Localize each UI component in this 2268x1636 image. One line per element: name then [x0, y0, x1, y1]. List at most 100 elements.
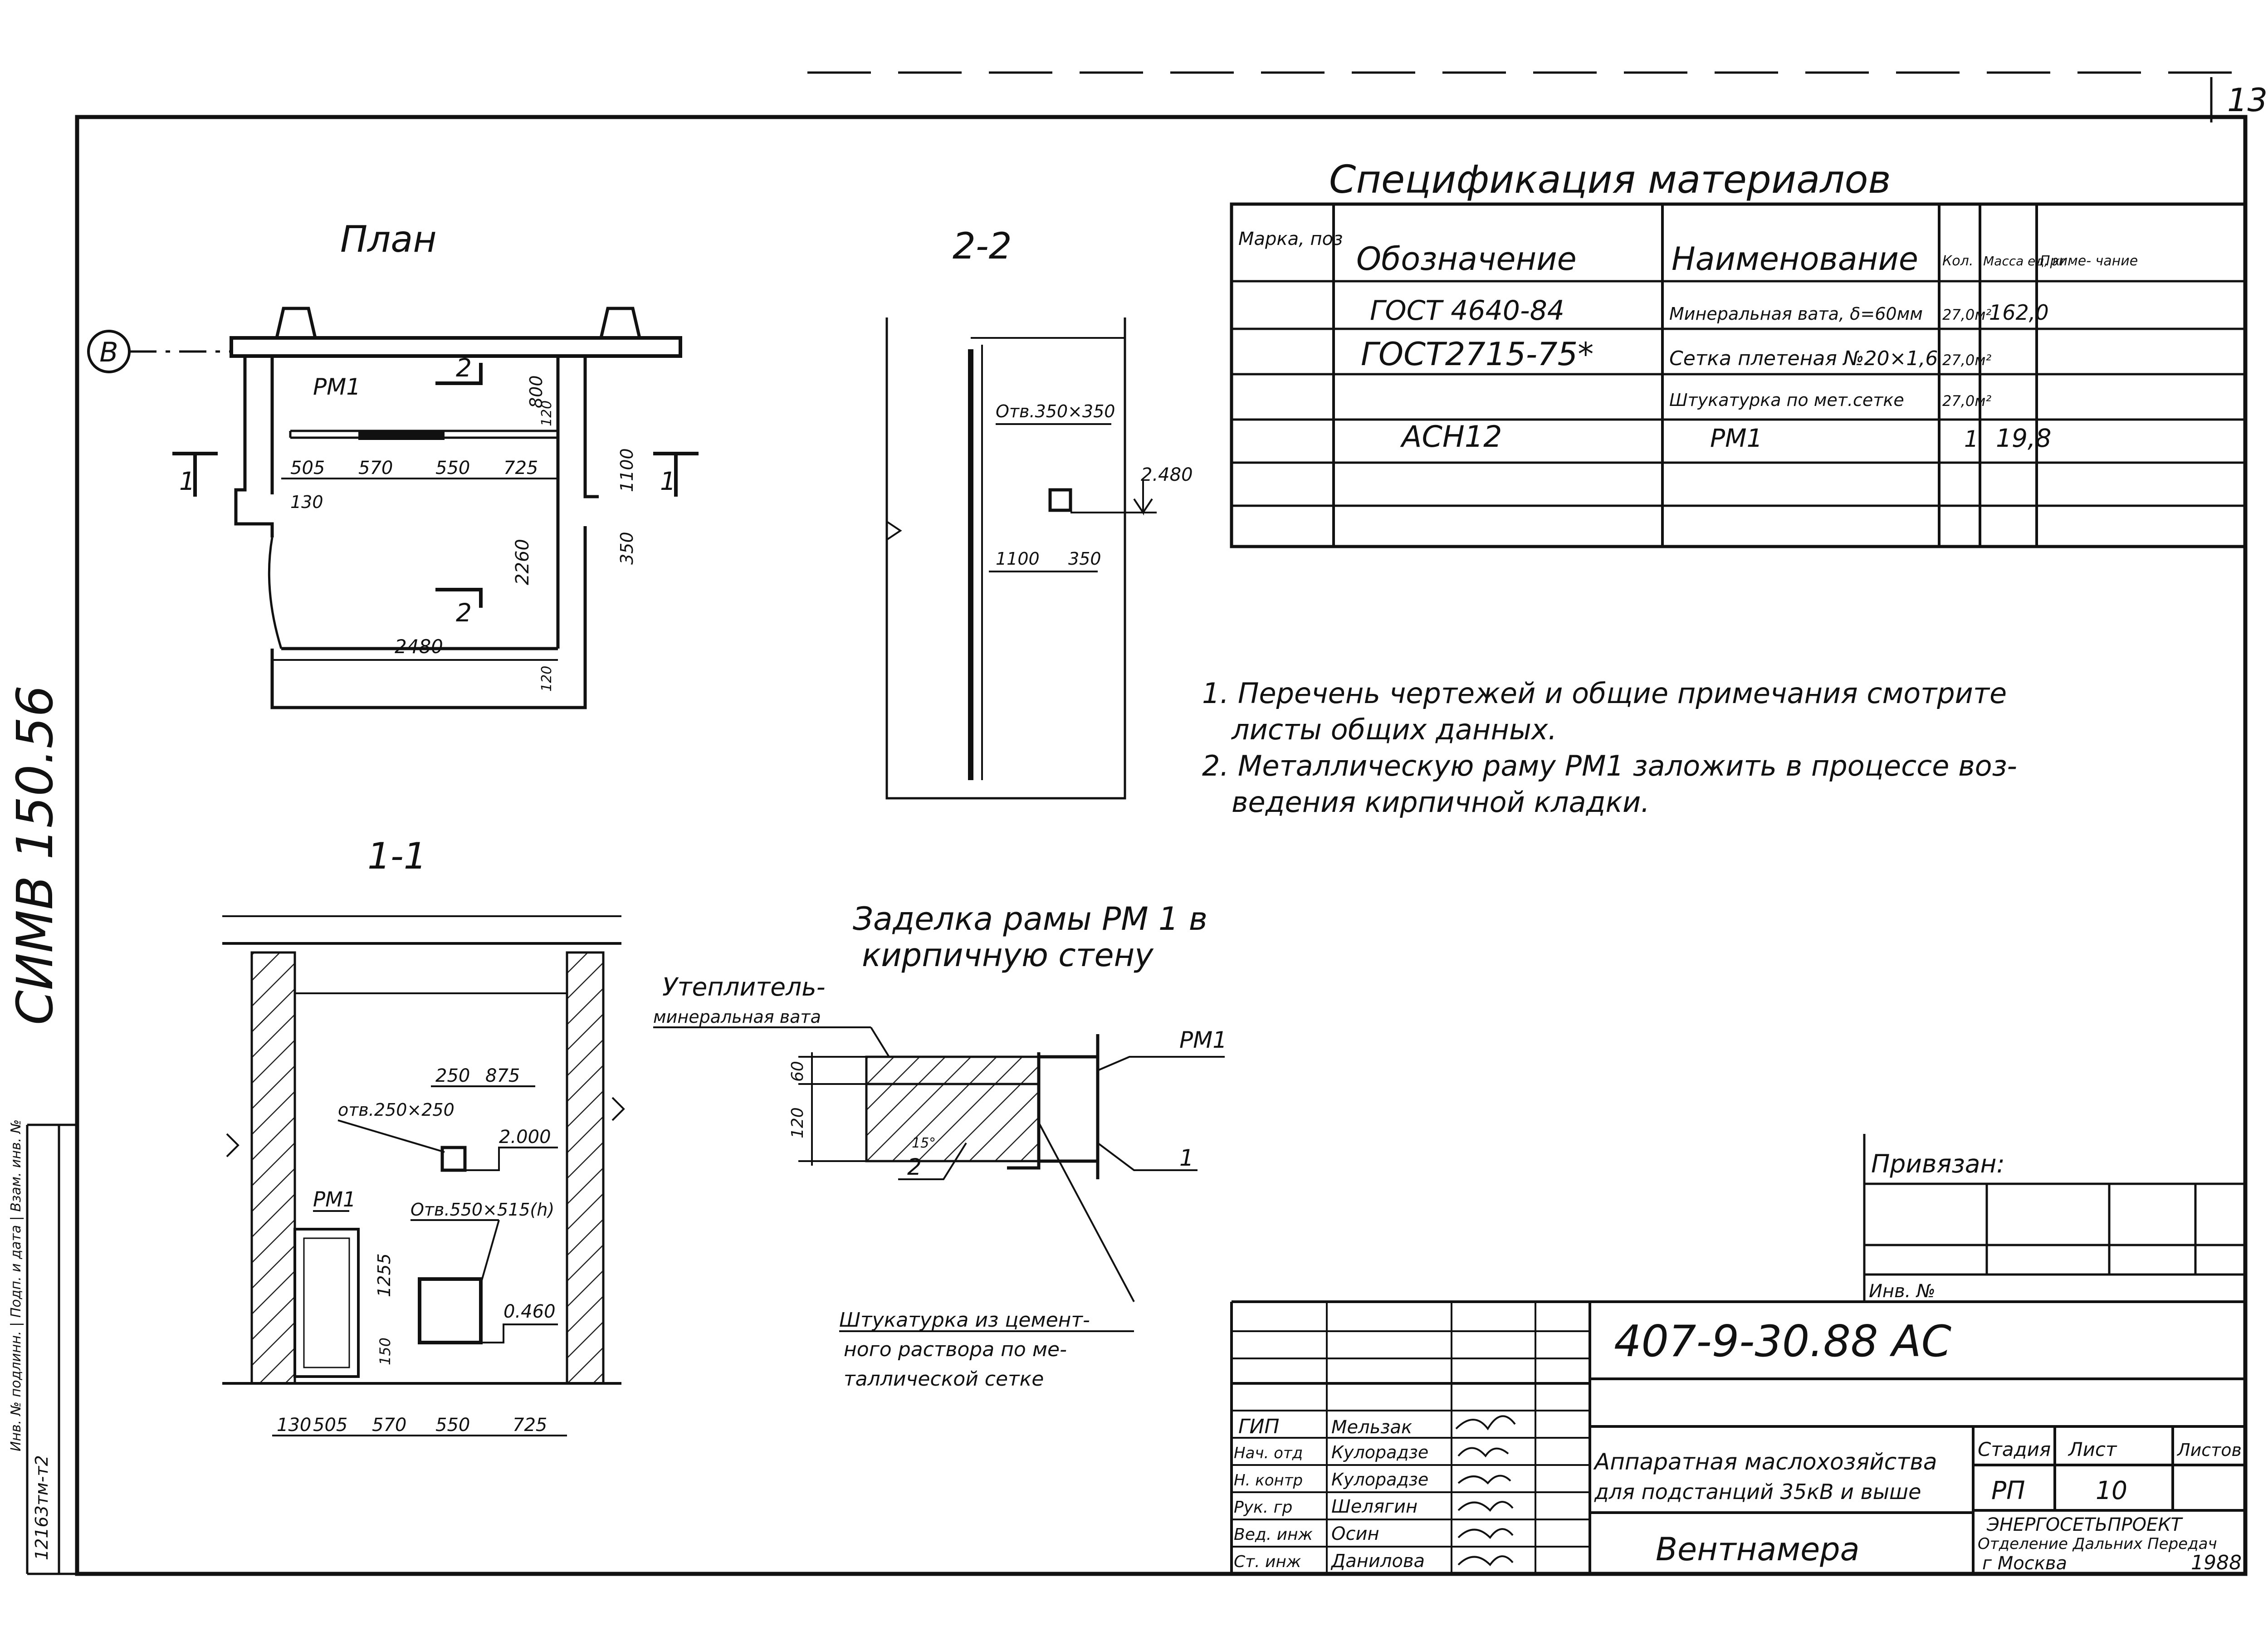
- section-11-opening2-leader-b: [480, 1220, 500, 1284]
- left-strip-title: Инв. № подлинн. | Подп. и дата | Взам. и…: [8, 1119, 24, 1451]
- section-11-opening2-mark: [418, 1277, 483, 1344]
- section-11-frame-inner: [303, 1237, 350, 1368]
- section-22-dim-1100: 1100: [996, 549, 1040, 569]
- staff-role: Нач. отд: [1234, 1444, 1303, 1462]
- section-11-dim-150: 150: [376, 1338, 394, 1365]
- plan-frame-rm1: [358, 431, 445, 440]
- section-11-dim-875: 875: [485, 1065, 520, 1086]
- staff-role: Рук. гр: [1234, 1498, 1292, 1517]
- staff-signature: [1457, 1447, 1509, 1458]
- spec-header-qty: Кол.: [1942, 253, 1973, 269]
- detail-mark-2: 2: [907, 1154, 922, 1180]
- detail-angle: 15°: [912, 1135, 936, 1151]
- plan-frame-label: РМ1: [313, 374, 361, 400]
- spec-row-name: Сетка плетеная №20×1,6: [1669, 347, 1938, 370]
- sheet-header: Лист: [2068, 1438, 2117, 1460]
- section-22-dim-350: 350: [1068, 549, 1101, 569]
- section-22-title: 2-2: [953, 225, 1012, 267]
- plan-dim-130: 130: [290, 492, 323, 512]
- plan-dim-350: 350: [617, 532, 637, 565]
- left-stamp-strip: 12163тм-т2 Инв. № подлинн. | Подп. и дат…: [6, 685, 77, 1575]
- detail-mark2-leader: [898, 1142, 967, 1180]
- note-line-1: 1. Перечень чертежей и общие примечания …: [1202, 677, 2007, 710]
- plan-dim-2480: 2480: [395, 635, 443, 658]
- org-line-1: ЭНЕРГОСЕТЬПРОЕКТ: [1986, 1514, 2184, 1535]
- axis-label: В: [99, 337, 118, 368]
- sheet-name: Вентнамера: [1656, 1531, 1860, 1568]
- binding-grid: [1863, 1134, 2245, 1302]
- detail-plaster-1: Штукатурка из цемент-: [839, 1309, 1090, 1332]
- section-11-view: 1-1 отв.250×250 250 875 2.000 РМ1 Отв.55…: [222, 835, 625, 1436]
- staff-name: Кулорадзе: [1331, 1442, 1428, 1462]
- detail-dim-120: 120: [788, 1107, 807, 1138]
- detail-frame: [1007, 1034, 1100, 1179]
- staff-grid: [1232, 1302, 1590, 1574]
- staff-signature: [1457, 1501, 1514, 1512]
- staff-name: Мельзак: [1331, 1417, 1412, 1438]
- plan-section-mark-top: 2: [456, 353, 472, 382]
- plan-section-11-marks: [172, 452, 699, 497]
- plan-dim-120b: 120: [539, 666, 555, 692]
- section-22-view: 2-2 Отв.350×350 2.480 1100 350: [885, 225, 1193, 800]
- spec-header-designation: Обозначение: [1356, 240, 1577, 278]
- staff-role: Вед. инж: [1234, 1525, 1313, 1544]
- staff-row: Нач. отд Кулорадзе: [1234, 1442, 1509, 1462]
- staff-row: Ст. инж Данилова: [1234, 1551, 1514, 1572]
- staff-role: Н. контр: [1234, 1471, 1303, 1489]
- staff-row: ГИП Мельзак: [1238, 1415, 1516, 1438]
- staff-name: Данилова: [1330, 1551, 1425, 1572]
- spec-row-name: РМ1: [1710, 424, 1763, 453]
- title-block: 407-9-30.88 АС Аппаратная маслохозяйства…: [1230, 1300, 2245, 1574]
- left-strip-code: 12163тм-т2: [32, 1455, 52, 1560]
- detail-plaster-2: ного раствора по ме-: [844, 1338, 1067, 1361]
- spec-row-qty: 27,0м²: [1942, 392, 1991, 410]
- plan-section-11-left: 1: [179, 467, 195, 496]
- spec-row-mass: 19,8: [1996, 424, 2051, 453]
- spec-row-qty: 27,0м²: [1942, 306, 1991, 323]
- spec-row-name: Минеральная вата, δ=60мм: [1669, 304, 1923, 324]
- staff-row: Рук. гр Шелягин: [1234, 1496, 1514, 1517]
- detail-dim-lines: [798, 1052, 866, 1166]
- section-11-wall-right: [566, 951, 605, 1385]
- spec-title: Спецификация материалов: [1329, 157, 1891, 202]
- table-row: ГОСТ2715-75* Сетка плетеная №20×1,6 27,0…: [1361, 336, 1991, 373]
- table-row: Штукатурка по мет.сетке 27,0м²: [1669, 390, 1991, 410]
- sheet-frame: [75, 115, 2248, 1576]
- detail-mark-1: 1: [1179, 1145, 1194, 1171]
- note-line-2: листы общих данных.: [1231, 713, 1557, 746]
- section-11-bottom-dim: 570: [372, 1415, 406, 1436]
- section-11-bottom-dim: 130: [277, 1415, 311, 1436]
- section-22-outline: [885, 317, 1126, 800]
- spec-row-designation: АСН12: [1400, 420, 1502, 454]
- stage-header: Стадия: [1978, 1438, 2051, 1460]
- section-11-dim-250: 250: [435, 1065, 470, 1086]
- org-line-2: Отделение Дальних Передач: [1978, 1535, 2217, 1553]
- staff-row: Вед. инж Осин: [1234, 1524, 1514, 1544]
- plan-dim-505: 505: [290, 458, 325, 479]
- doc-code: 407-9-30.88 АС: [1614, 1317, 1951, 1367]
- section-11-elev1-mark: [463, 1147, 558, 1171]
- staff-name: Осин: [1331, 1524, 1379, 1544]
- plan-section-11-right: 1: [660, 467, 676, 496]
- staff-signature: [1455, 1415, 1516, 1431]
- archive-stamp: СИМВ 150.56: [6, 685, 64, 1025]
- spec-header-mass: Масса ед, кг: [1983, 254, 2067, 269]
- sheet-value: 10: [2096, 1476, 2127, 1505]
- binding-inv-label: Инв. №: [1869, 1281, 1936, 1302]
- spec-row-name: Штукатурка по мет.сетке: [1669, 390, 1904, 410]
- detail-insulation-leader-b: [870, 1026, 890, 1058]
- section-11-opening1-mark: [440, 1146, 467, 1172]
- plan-dim-1100: 1100: [617, 448, 637, 492]
- staff-row: Н. контр Кулорадзе: [1234, 1470, 1511, 1489]
- section-11-elev2: 0.460: [503, 1301, 556, 1322]
- sheets-header: Листов: [2176, 1440, 2242, 1460]
- detail-mark1-leader: [1097, 1142, 1198, 1171]
- staff-name: Шелягин: [1331, 1496, 1418, 1517]
- staff-signature: [1457, 1528, 1514, 1539]
- spec-row-qty: 27,0м²: [1942, 352, 1991, 369]
- plan-walls: [234, 356, 599, 709]
- staff-role: Ст. инж: [1234, 1553, 1301, 1571]
- frame-embedding-detail: Заделка рамы РМ 1 в кирпичную стену Утеп…: [653, 900, 1227, 1391]
- spec-header-mark: Марка, поз: [1238, 229, 1343, 249]
